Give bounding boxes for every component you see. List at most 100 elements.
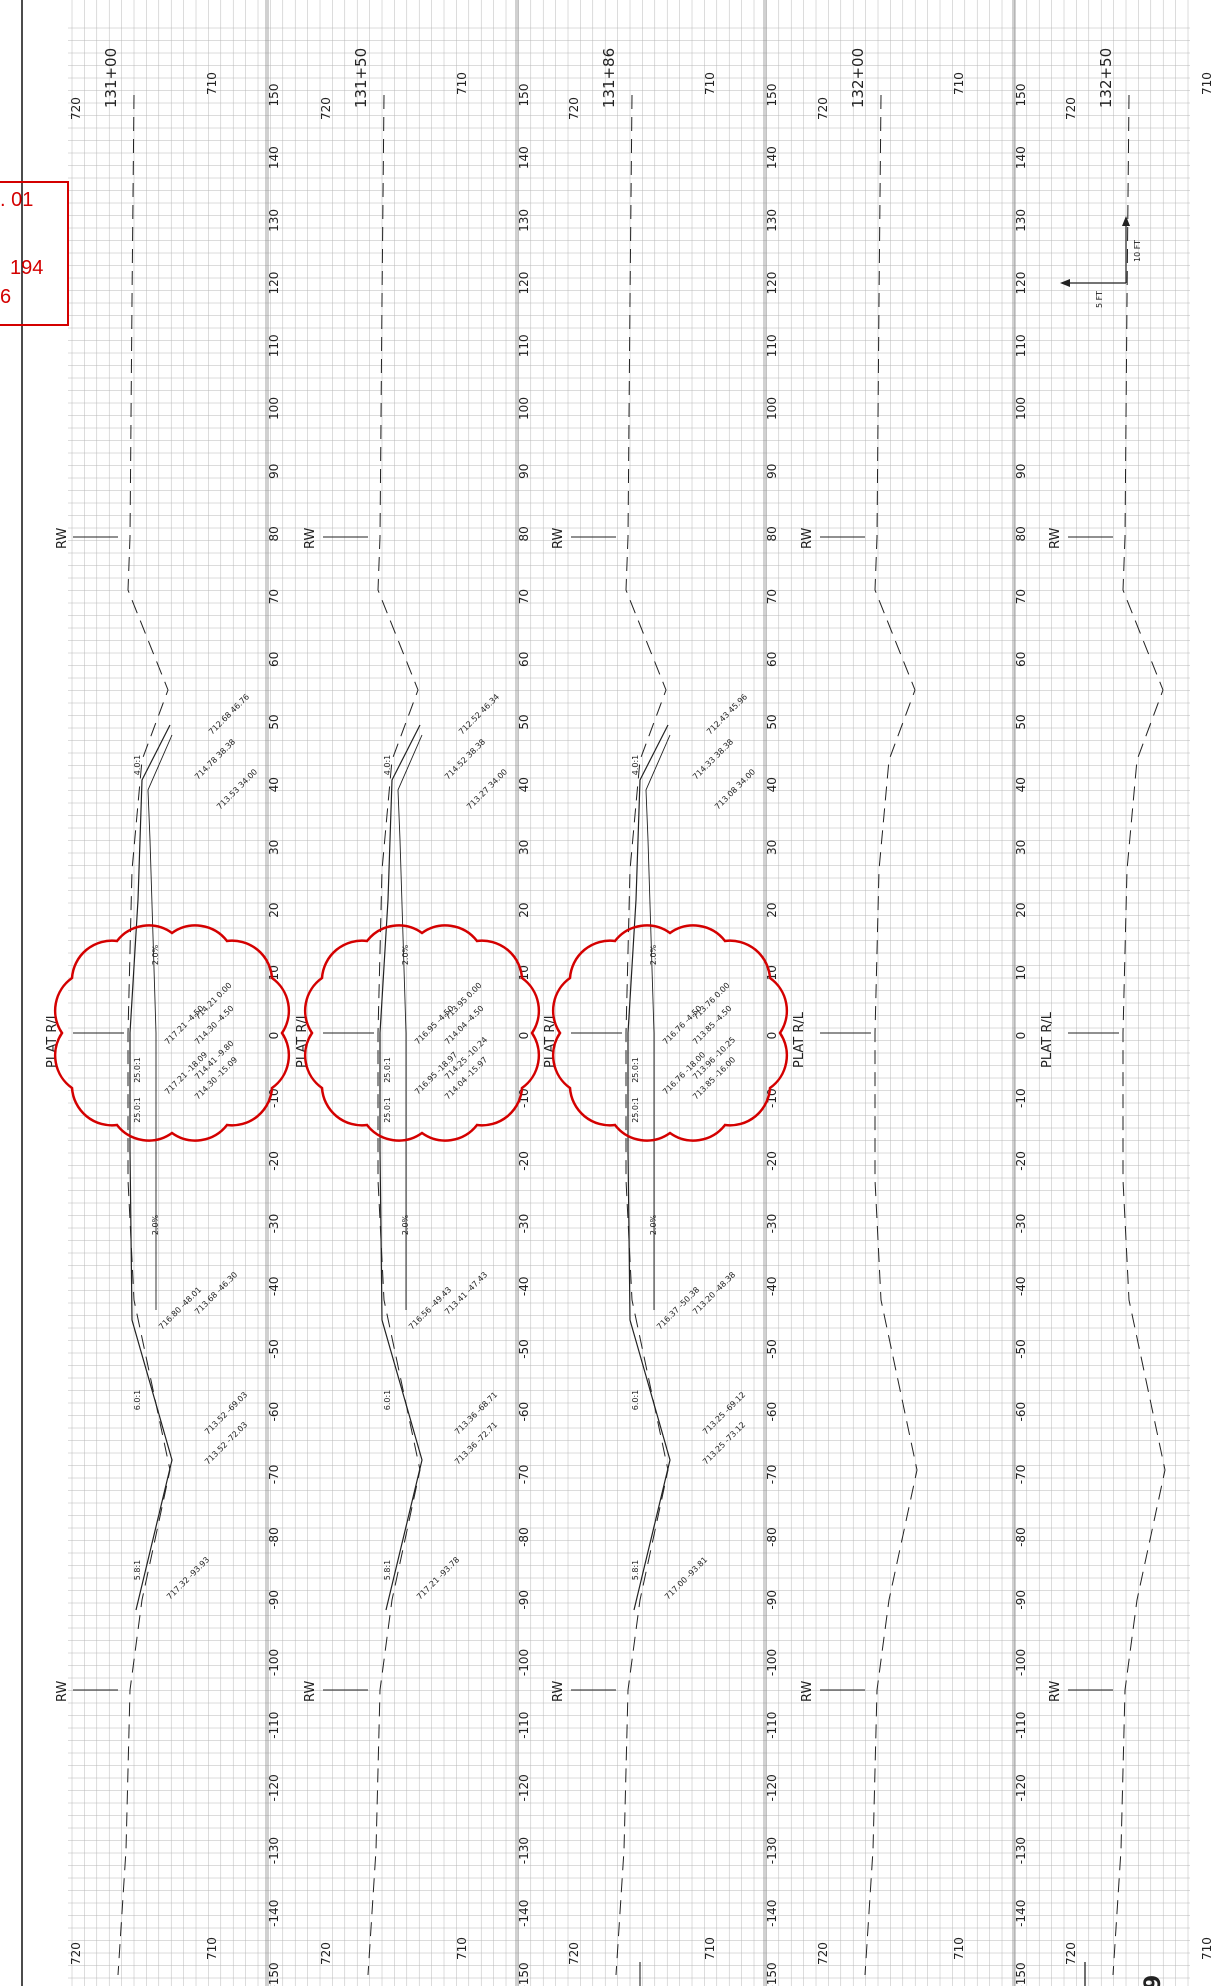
elevation-label: 720 — [567, 97, 581, 120]
section-panel: 132+007207207107101501401301201101009080… — [792, 0, 1028, 1986]
slope-label: 25.0:1 — [133, 1097, 142, 1123]
revision-cloud — [551, 924, 789, 1142]
offset-tick-label: 110 — [765, 334, 779, 357]
offset-tick-label: 40 — [1014, 777, 1028, 792]
elevation-label: 720 — [319, 97, 333, 120]
elevation-label: 710 — [703, 1937, 717, 1960]
rw-label: RW — [800, 1680, 815, 1702]
offset-tick-label: -110 — [267, 1712, 281, 1739]
offset-tick-label: 150 — [267, 84, 281, 107]
offset-tick-label: 140 — [267, 146, 281, 169]
offset-tick-label: -20 — [765, 1151, 779, 1171]
offset-tick-label: 120 — [267, 272, 281, 295]
offset-tick-label: -50 — [765, 1339, 779, 1359]
offset-tick-label: 60 — [765, 652, 779, 667]
offset-tick-label: 60 — [517, 652, 531, 667]
offset-tick-label: 50 — [517, 714, 531, 729]
offset-tick-label: 20 — [517, 902, 531, 917]
offset-tick-label: 130 — [1014, 209, 1028, 232]
station-label: 131+00 — [102, 48, 120, 108]
offset-tick-label: 120 — [517, 272, 531, 295]
offset-tick-label: 90 — [1014, 464, 1028, 479]
offset-tick-label: 80 — [267, 526, 281, 541]
title-block-line-2: 194 — [10, 257, 43, 279]
plat-label: PLAT R/L — [792, 1011, 807, 1068]
offset-tick-label: -120 — [765, 1774, 779, 1801]
offset-tick-label: 140 — [765, 146, 779, 169]
elevation-label: 720 — [1064, 97, 1078, 120]
offset-tick-label: 140 — [1014, 146, 1028, 169]
revision-cloud — [53, 924, 291, 1142]
offset-tick-label: 30 — [267, 840, 281, 855]
offset-tick-label: -130 — [765, 1837, 779, 1864]
offset-tick-label: -60 — [267, 1402, 281, 1422]
offset-tick-label: 100 — [1014, 397, 1028, 420]
slope-label: 5.8:1 — [133, 1560, 142, 1581]
offset-tick-label: 110 — [517, 334, 531, 357]
offset-tick-label: 130 — [765, 209, 779, 232]
elevation-label: 720 — [816, 97, 830, 120]
offset-tick-label: -130 — [517, 1837, 531, 1864]
elevation-label: 710 — [703, 72, 717, 95]
offset-tick-label: -10 — [1014, 1088, 1028, 1108]
section-panel: 131+007207207107101501401301201101009080… — [45, 0, 291, 1986]
cross-slope-label: 2.0% — [151, 1214, 160, 1235]
title-block: . 01 194 6 — [0, 181, 69, 326]
rw-label: RW — [303, 527, 318, 549]
offset-tick-label: 140 — [517, 146, 531, 169]
rw-label: RW — [1048, 1680, 1063, 1702]
elevation-label: 710 — [952, 72, 966, 95]
offset-tick-label: -150 — [1014, 1962, 1028, 1986]
offset-tick-label: -30 — [517, 1214, 531, 1234]
offset-tick-label: -20 — [517, 1151, 531, 1171]
offset-tick-label: -140 — [517, 1900, 531, 1927]
offset-tick-label: -100 — [765, 1649, 779, 1676]
elevation-label: 710 — [1200, 1937, 1214, 1960]
elevation-offset-annotation: 717.21 -93.78 — [415, 1555, 461, 1601]
offset-tick-label: -150 — [517, 1962, 531, 1986]
offset-tick-label: 20 — [267, 902, 281, 917]
offset-tick-label: 150 — [517, 84, 531, 107]
offset-tick-label: 70 — [267, 589, 281, 604]
scale-horizontal-label: 5 FT — [1095, 291, 1104, 308]
rw-label: RW — [1048, 527, 1063, 549]
offset-tick-label: -70 — [517, 1465, 531, 1485]
offset-tick-label: -140 — [765, 1900, 779, 1927]
scale-bar: 10 FT 5 FT — [1060, 216, 1142, 308]
offset-tick-label: -20 — [267, 1151, 281, 1171]
offset-tick-label: 130 — [517, 209, 531, 232]
offset-tick-label: -100 — [517, 1649, 531, 1676]
elevation-label: 710 — [1200, 72, 1214, 95]
cross-slope-label: 2.0% — [649, 944, 658, 965]
rw-label: RW — [55, 1680, 70, 1702]
offset-tick-label: -80 — [1014, 1527, 1028, 1547]
slope-label: 6.0:1 — [133, 1390, 142, 1411]
offset-tick-label: -110 — [765, 1712, 779, 1739]
offset-tick-label: 70 — [517, 589, 531, 604]
offset-tick-label: 0 — [517, 1032, 531, 1040]
offset-tick-label: -70 — [1014, 1465, 1028, 1485]
elevation-offset-annotation: 713.08 34.00 — [713, 767, 757, 811]
offset-tick-label: 110 — [1014, 334, 1028, 357]
elevation-label: 720 — [69, 97, 83, 120]
offset-tick-label: 50 — [765, 714, 779, 729]
offset-tick-label: 40 — [517, 777, 531, 792]
offset-tick-label: -50 — [267, 1339, 281, 1359]
sheet-number: 9 — [1141, 1975, 1166, 1986]
offset-tick-label: -110 — [517, 1712, 531, 1739]
offset-tick-label: 50 — [267, 714, 281, 729]
offset-tick-label: 70 — [765, 589, 779, 604]
offset-tick-label: -140 — [1014, 1900, 1028, 1927]
offset-tick-label: 20 — [1014, 902, 1028, 917]
section-panel: 132+507207207107101501401301201101009080… — [1040, 48, 1214, 1976]
station-label: 132+50 — [1097, 48, 1115, 108]
station-label: 131+86 — [600, 48, 618, 108]
offset-tick-label: -40 — [267, 1276, 281, 1296]
offset-tick-label: -90 — [765, 1590, 779, 1610]
section-panel: 131+507207207107101501401301201101009080… — [295, 0, 541, 1986]
slope-label: 4.0:1 — [631, 755, 640, 776]
slope-label: 4.0:1 — [133, 755, 142, 776]
offset-tick-label: 100 — [765, 397, 779, 420]
offset-tick-label: 110 — [267, 334, 281, 357]
